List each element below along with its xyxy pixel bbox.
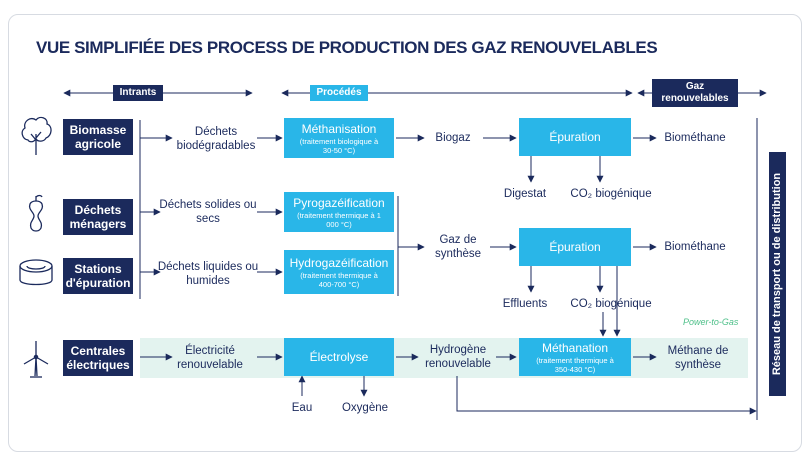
methanation-title: Méthanation: [541, 340, 609, 355]
process-methanisation: Méthanisation (traitement biologique à 3…: [284, 118, 394, 158]
label-co2-biogenique-1: CO₂ biogénique: [570, 188, 652, 200]
source-biomasse-agricole: Biomasse agricole: [63, 119, 133, 155]
source-dechets-menagers: Déchets ménagers: [63, 199, 133, 235]
process-pyrogazeification: Pyrogazéification (traitement thermique …: [284, 192, 394, 232]
label-oxygene: Oxygène: [341, 402, 389, 414]
input-dechets-solides: Déchets solides ou secs: [159, 199, 257, 225]
power-to-gas-label: Power-to-Gas: [683, 317, 739, 327]
pyrogazeification-title: Pyrogazéification: [293, 195, 385, 210]
power-to-gas-band: [140, 338, 748, 378]
label-biogaz: Biogaz: [435, 132, 471, 144]
page-title: VUE SIMPLIFIÉE DES PROCESS DE PRODUCTION…: [36, 38, 658, 57]
process-epuration-1: Épuration: [519, 118, 631, 156]
process-epuration-2: Épuration: [519, 228, 631, 266]
header-intrants: Intrants: [113, 85, 163, 101]
source-centrales-electriques: Centrales électriques: [63, 340, 133, 376]
output-biomethane-2: Biométhane: [664, 241, 726, 253]
label-eau: Eau: [291, 402, 313, 414]
input-electricite-renouvelable: Électricité renouvelable: [177, 345, 243, 371]
methanation-detail: (traitement thermique à 350-430 °C): [536, 355, 614, 374]
label-digestat: Digestat: [503, 188, 547, 200]
electrolyse-title: Électrolyse: [309, 350, 369, 364]
label-effluents: Effluents: [502, 298, 548, 310]
network-label: Réseau de transport ou de distribution: [771, 172, 783, 376]
methanisation-title: Méthanisation: [301, 121, 377, 136]
tree-icon: [21, 116, 52, 155]
input-dechets-biodegradables: Déchets biodégradables: [176, 126, 256, 152]
process-electrolyse: Électrolyse: [284, 338, 394, 376]
epuration-2-title: Épuration: [549, 240, 601, 254]
label-hydrogene-renouvelable: Hydrogène renouvelable: [425, 344, 491, 370]
input-dechets-liquides: Déchets liquides ou humides: [157, 261, 259, 287]
label-gaz-de-synthese: Gaz de synthèse: [434, 234, 482, 260]
epuration-1-title: Épuration: [549, 130, 601, 144]
header-procedes: Procédés: [310, 85, 368, 101]
sewage-tank-icon: [19, 259, 53, 286]
process-hydrogazeification: Hydrogazéification (traitement thermique…: [284, 250, 394, 294]
hydrogazeification-detail: (traitement thermique à 400-700 °C): [300, 270, 378, 289]
process-methanation: Méthanation (traitement thermique à 350-…: [519, 338, 631, 376]
output-methane-de-synthese: Méthane de synthèse: [667, 345, 729, 371]
apple-core-icon: [28, 194, 44, 232]
header-gaz-renouvelables: Gaz renouvelables: [652, 79, 738, 107]
source-stations-epuration: Stations d'épuration: [63, 258, 133, 294]
hydrogazeification-title: Hydrogazéification: [289, 255, 389, 270]
pyrogazeification-detail: (traitement thermique à 1 000 °C): [297, 210, 381, 229]
methanisation-detail: (traitement biologique à 30-50 °C): [299, 136, 379, 155]
label-co2-biogenique-2: CO₂ biogénique: [570, 298, 652, 310]
wind-turbine-icon: [23, 341, 49, 378]
network-bar: [769, 152, 786, 396]
output-biomethane-1: Biométhane: [664, 132, 726, 144]
